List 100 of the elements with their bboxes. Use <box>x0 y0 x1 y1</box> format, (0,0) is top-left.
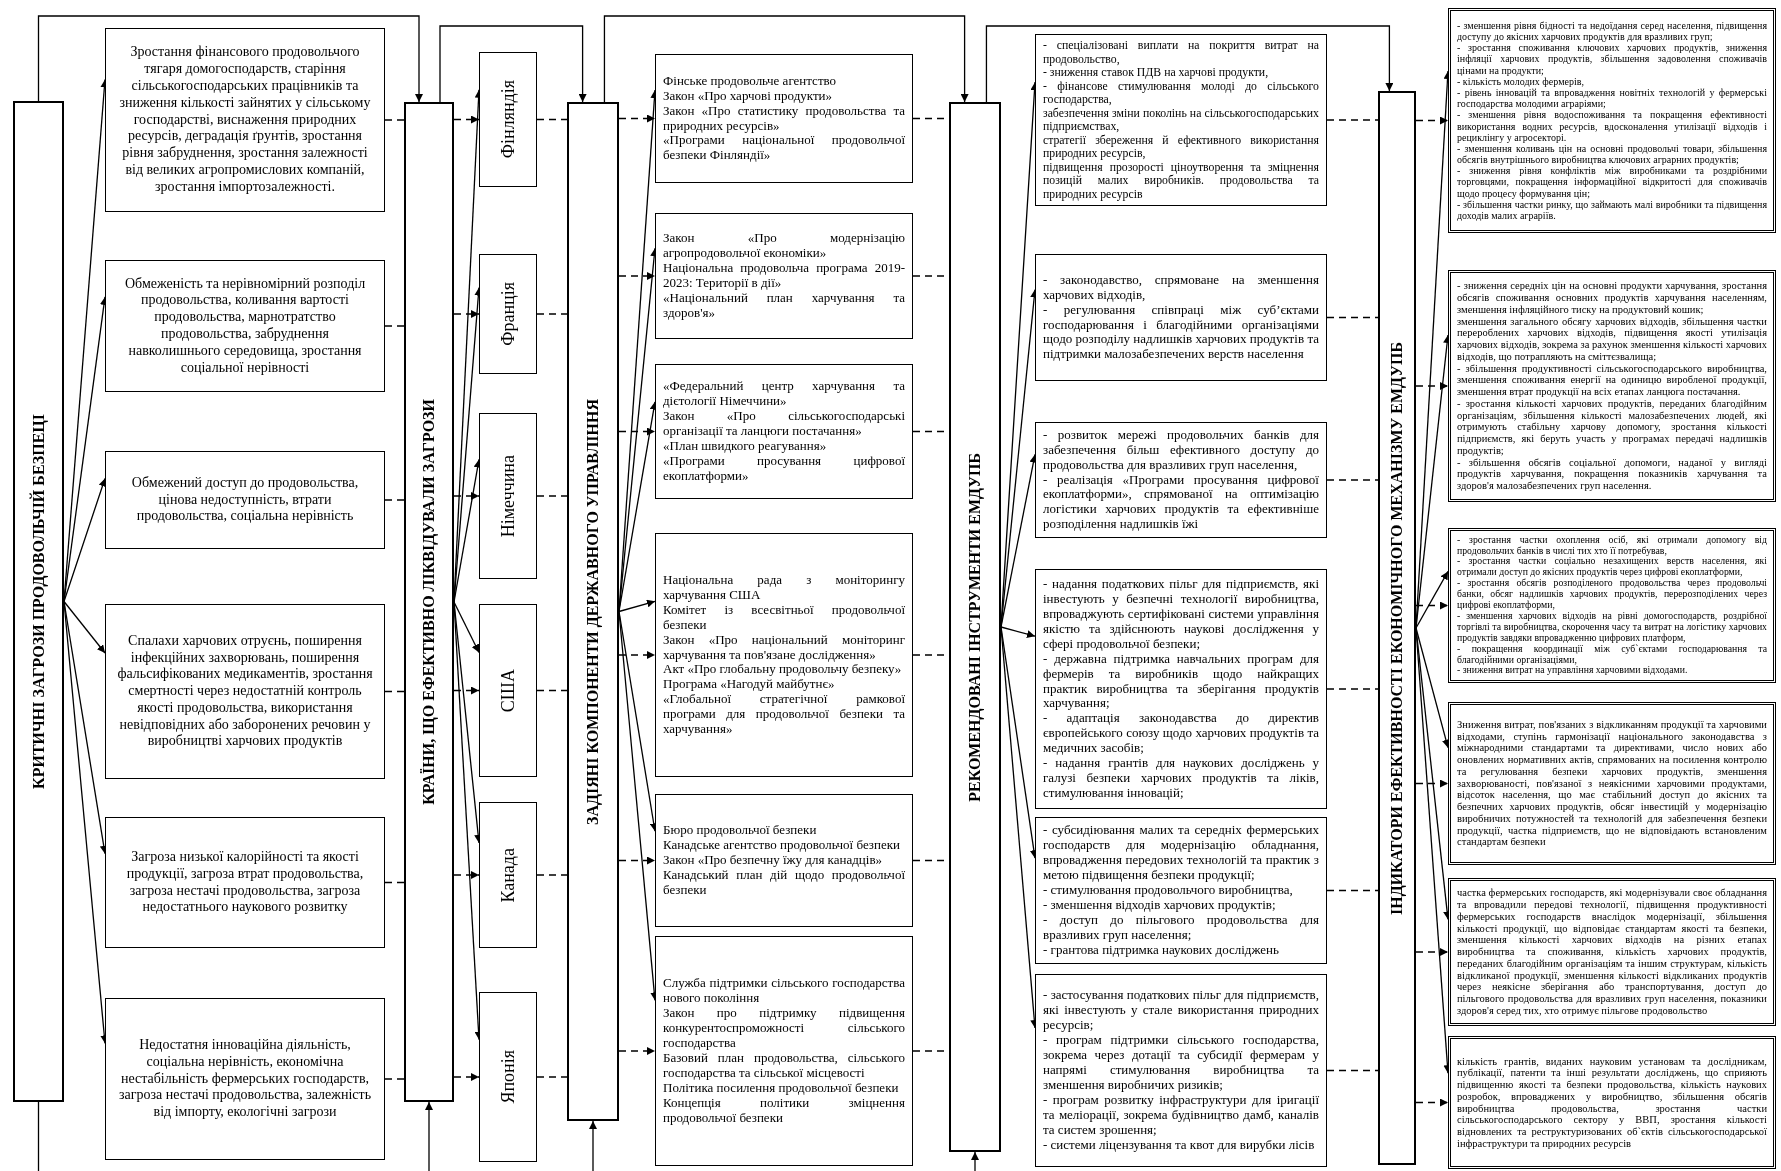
column-title: КРАЇНИ, ЩО ЕФЕКТИВНО ЛІКВІДУВАЛИ ЗАГРОЗИ <box>420 399 438 805</box>
column-header-box <box>1378 91 1416 1165</box>
list-item: - спеціалізовані виплати на покриття витрат на продовольство, <box>1043 39 1319 66</box>
list-item: - зростання обсягів розподіленого продовольства через продовольчі банки, обсяг надлишків харчових продуктів, перерозподілених через цифрові екоплатформи, <box>1457 578 1767 611</box>
list-item: - грантова підтримка наукових досліджень <box>1043 942 1280 958</box>
column-header-box <box>949 102 1001 1152</box>
text-box <box>655 533 913 777</box>
dashed-arrow <box>453 1073 480 1081</box>
list-item: зменшення загального обсягу харчових відходів, збільшення частки перероблених харчових відходів, підвищення якості утилізація харчових відходів, зокрема за рахунок зменшення кількості харчових відходів, що потрапляють на сміттєзвалища; <box>1457 315 1767 363</box>
text-box <box>1035 569 1327 809</box>
dashed-arrow <box>618 1047 656 1055</box>
indicator-box <box>1448 270 1776 502</box>
list-item: «Федеральний центр харчування та дієтології Німеччини» <box>663 379 905 410</box>
dashed-connector <box>536 1076 568 1078</box>
country-name: Франція <box>497 282 519 346</box>
list-item: - зменшення рівня бідності та недоїдання серед населення, підвищення доступу до якісних харчових продуктів для вразливих груп; <box>1457 19 1767 43</box>
dashed-arrow <box>618 427 656 436</box>
list-item: Закон про підтримку підвищення конкурентоспроможності сільського господарства <box>663 1006 905 1051</box>
list-item: Канадське агентство продовольчої безпеки <box>663 838 901 854</box>
dashed-arrow <box>1415 948 1449 956</box>
arrow <box>589 1120 597 1171</box>
arrow <box>1000 626 1036 638</box>
country-box <box>479 254 537 374</box>
country-box <box>479 52 537 187</box>
arrow <box>1415 570 1449 629</box>
threat-box <box>105 604 385 779</box>
dashed-connector <box>384 1078 405 1080</box>
list-item: Зниження витрат, пов'язаних з відкликанням продукції та харчовими відходами, ступінь гармонізації національного законодавства з міжнародними стандартами та директивами, число нових або оновлених нормативних актів, спрямованих на посилення контролю та регулювання безпеки харчових продуктів, зменшення захворюваності, пов'язаної з неякісними харчовими продуктами, відсоток населення, що має стабільний доступ до якісних та безпечних харчових продуктів, обсяг інвестицій у модернізацію виробничих потужностей та технологій для забезпечення безпеки продукції, частка підприємств, що не відповідають встановленим стандартам безпеки <box>1457 718 1767 849</box>
list-item: Концепція політики зміцнення продовольчої безпеки <box>663 1095 905 1126</box>
arrow <box>603 15 969 103</box>
list-item: Політика посилення продовольчої безпеки <box>663 1080 900 1096</box>
list-item: - надання податкових пільг для підприємств, які інвестують у безпечні технології виробництва, впроваджують сертифіковані системи управління якістю та здійснюють наукові дослідження у сфері продовольчої безпеки; <box>1043 576 1319 652</box>
indicator-box <box>1448 878 1776 1026</box>
dashed-arrow <box>1415 116 1449 125</box>
text-box <box>655 794 913 927</box>
list-item: Фінське продовольче агентство <box>663 73 838 89</box>
dashed-connector <box>384 881 405 884</box>
column-title: ЗАДІЯНІ КОМПОНЕНТИ ДЕРЖАВНОГО УПРАВЛІННЯ <box>584 398 602 825</box>
list-item: - зниження рівня конфліктів між виробниками та роздрібними торговцями, покращення інформаційної відкритості для споживачів щодо процесу формування цін; <box>1457 165 1767 199</box>
threat-box <box>105 998 385 1160</box>
column-title: РЕКОМЕНДОВАНІ ІНСТРУМЕНТИ ЕМДУПБ <box>966 452 984 802</box>
list-item: - стимулювання продовольчого виробництва, <box>1043 883 1294 898</box>
list-item: Базовий план продовольства, сільського господарства та сільської місцевості <box>663 1051 905 1081</box>
list-item: - державна підтримка навчальних програм для фермерів та виробників щодо найкращих практик виробництва та зберігання продуктів харчування; <box>1043 651 1319 712</box>
country-box <box>479 413 537 579</box>
dashed-connector <box>536 495 568 497</box>
list-item: - кількість молодих фермерів, <box>1457 75 1585 87</box>
indicator-box <box>1448 1036 1776 1169</box>
dashed-connector <box>1326 479 1379 481</box>
list-item: Закон «Про модернізацію агропродовольчої економіки» <box>663 231 905 262</box>
dashed-arrow <box>618 651 656 659</box>
threat-box <box>105 260 385 392</box>
arrow <box>425 1101 433 1171</box>
list-item: Національна продовольча програма 2019-2023: Території в дії» <box>663 261 905 291</box>
dashed-connector <box>384 325 405 327</box>
threat-box <box>105 817 385 948</box>
list-item: - зниження середніх цін на основні продукти харчування, зростання обсягів споживання основних продуктів харчування населенням, зменшення інфляційного тиску на продуктовий кошик; <box>1457 280 1767 316</box>
list-item: Закон «Про сільськогосподарські організації та ланцюги постачання» <box>663 409 905 439</box>
list-item: Закон «Про національний моніторинг харчування та пов'язане дослідження» <box>663 632 905 663</box>
country-name: США <box>497 668 519 713</box>
dashed-arrow <box>618 856 656 865</box>
dashed-connector <box>1326 1069 1379 1072</box>
column-title: ІНДИКАТОРИ ЕФЕКТИВНОСТІ ЕКОНОМІЧНОГО МЕХАНІЗМУ ЕМДУПБ <box>1388 341 1406 915</box>
dashed-arrow <box>453 492 480 500</box>
list-item: - зниження ставок ПДВ на харчові продукти, <box>1043 66 1270 80</box>
list-item: кількість грантів, виданих науковим установам та дослідникам, публікації, патенти та інші результати досліджень, що сприяють підвищенню якості та безпеки продовольства, кількість наукових розробок, впроваджених у виробництво, збільшення обсягів виробництва продовольства, зростання частки сільськогосподарського сектору у ВВП, зростання кількості відновлених та реструктуризованих об`єктів сільськогосподарської інфраструктури та природних ресурсів <box>1457 1055 1767 1150</box>
dashed-arrow <box>1415 779 1449 788</box>
arrow <box>618 599 656 613</box>
text-box <box>655 936 913 1166</box>
country-name: Фінляндія <box>497 80 519 159</box>
text-box <box>1035 422 1327 538</box>
text-box <box>1035 254 1327 381</box>
country-box <box>479 992 537 1162</box>
list-item: «Національний план харчування та здоров'я» <box>663 290 905 321</box>
text-box <box>1035 34 1327 206</box>
list-item: Служба підтримки сільського господарства нового покоління <box>663 976 905 1007</box>
dashed-connector <box>1326 119 1379 121</box>
threat-text: Зростання фінансового продовольчого тягаря домогосподарств, старіння сільськогосподарських працівників та зниження кількості зайнятих у сільському господарстві, виснаження природних ресурсів, деградація ґрунтів, зростання рівня забруднення, зростання залежності від великих агропромислових компаній, зростання імпортозалежності. <box>118 44 372 196</box>
dashed-connector <box>536 689 568 692</box>
column-header-box <box>567 102 619 1121</box>
threat-text: Недостатня інноваційна діяльність, соціальна нерівність, економічна нестабільність фермерських господарств, загроза нестачі продовольства, залежність від імпорту, екологічні загрози <box>117 1037 373 1121</box>
list-item: частка фермерських господарств, які модернізували своє обладнання та впровадили передові технології, підвищення продуктивності фермерських господарств внаслідок модернізації, збільшення кількості продукції, що відповідає стандартам якості та безпеки, зменшення кількості харчових відходів на різних етапах виробництва та споживання, кількість харчових продуктів, переданих благодійним організаціям та іншим структурам, кількість відкликаної продукції, зменшення кількості відкликаних продуктів через неякісне зберігання або транспортування, доступ до пільгового продовольства для вразливих груп населення, показники здоров'я серед тих, хто отримує пільгове продовольство <box>1457 887 1767 1017</box>
threat-box <box>105 451 385 549</box>
list-item: - програм підтримки сільського господарства, зокрема через дотації та субсидії фермерам у напрямі стимулювання виробництва та зменшення виробничих ризиків; <box>1043 1033 1319 1093</box>
list-item: - адаптація законодавства до директив європейського союзу щодо харчових продуктів та медичних засобів; <box>1043 711 1319 757</box>
list-item: - збільшення частки ринку, що займають малі виробники та підвищення доходів малих аграріїв. <box>1457 198 1767 222</box>
country-name: Німеччина <box>497 454 519 538</box>
indicator-box <box>1448 702 1776 865</box>
text-box <box>1035 817 1327 964</box>
list-item: - зменшення відходів харчових продуктів; <box>1043 897 1276 913</box>
column-header-box <box>13 101 64 1102</box>
column-title: КРИТИЧНІ ЗАГРОЗИ ПРОДОВОЛЬЧІЙ БЕЗПЕЦІ <box>29 414 48 789</box>
indicator-box <box>1448 8 1776 233</box>
threat-box <box>105 28 385 212</box>
dashed-arrow <box>1415 382 1449 390</box>
list-item: - реалізація «Програми просування цифрової екоплатформи», спрямованої на оптимізацію логістики харчових продуктів та ефективніше розподілення надлишків їжі <box>1043 472 1319 533</box>
dashed-connector <box>384 119 405 121</box>
list-item: Закон «Про харчові продукти» <box>663 88 834 104</box>
list-item: - субсидіювання малих та середніх фермерських господарств для модернізацію обладнання, впровадження передових технологій та практик з метою підвищення безпеки продукції; <box>1043 823 1319 884</box>
threat-text: Спалахи харчових отруєнь, поширення інфекційних захворювань, поширення фальсифікованих медикаментів, зростання смертності через недостатній контроль якості продовольства, використання невідповідних або заборонених речовин у виробництві харчових продуктів <box>116 632 374 751</box>
